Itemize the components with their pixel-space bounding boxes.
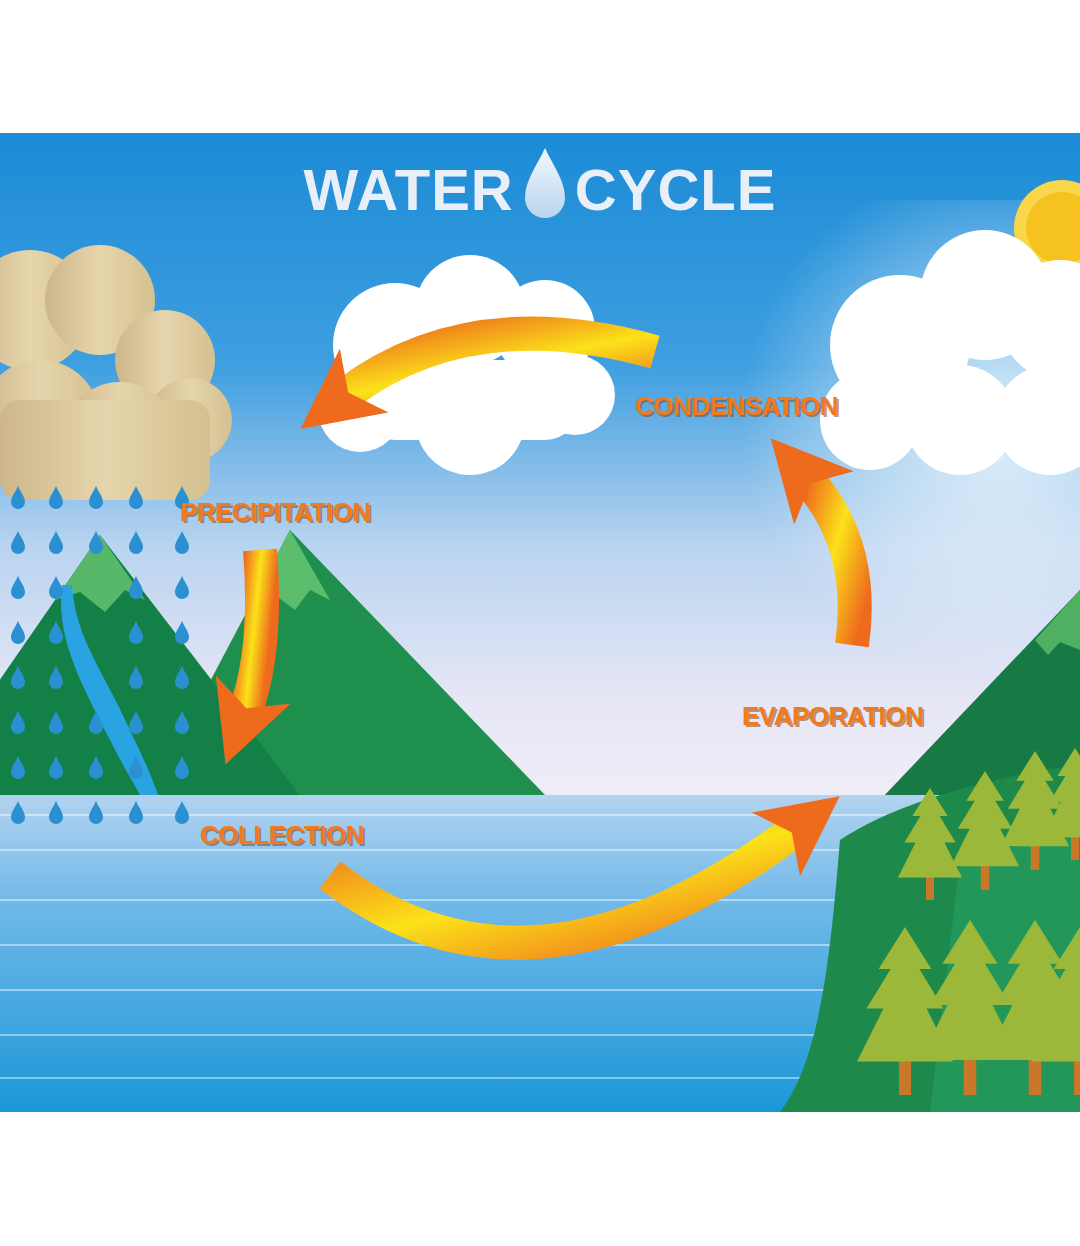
rain-drop: [89, 801, 103, 824]
tree-trunk: [964, 1058, 977, 1096]
tree-trunk: [899, 1059, 911, 1095]
rain-drop: [129, 711, 143, 734]
tree-trunk: [1074, 1059, 1080, 1095]
tree-trunk: [926, 876, 934, 900]
rain-drop: [11, 576, 25, 599]
rain-drop: [11, 486, 25, 509]
pine-tree: [898, 788, 962, 900]
rain-drop: [49, 486, 63, 509]
mountains-left: [0, 530, 545, 795]
stage-label: COLLECTION: [200, 819, 364, 851]
tree-crown: [951, 771, 1019, 866]
rain-drop: [11, 531, 25, 554]
cycle-arrows: [245, 334, 855, 943]
rain-drop: [129, 756, 143, 779]
rain-drop: [175, 711, 189, 734]
tree-trunk: [1031, 845, 1040, 871]
rain-drop: [49, 801, 63, 824]
tree-crown: [1032, 927, 1080, 1061]
scene: [0, 133, 1080, 1112]
pine-tree: [920, 920, 1020, 1095]
cycle-arrow: [808, 480, 855, 645]
rain-drop: [129, 801, 143, 824]
tree-trunk: [981, 865, 990, 891]
rain-drop: [89, 486, 103, 509]
tree-trunk: [1029, 1058, 1042, 1096]
tree-crown: [1043, 748, 1080, 838]
rain-drop: [129, 666, 143, 689]
rain-drop: [11, 756, 25, 779]
mountains-right: [880, 590, 1080, 800]
tree-trunk: [1071, 836, 1079, 860]
stage-label: PRECIPITATION: [180, 496, 370, 528]
pine-tree: [1032, 927, 1080, 1095]
rain-drop: [89, 756, 103, 779]
mountain: [0, 535, 300, 795]
cycle-arrow: [330, 830, 795, 943]
rain-drop: [49, 756, 63, 779]
rain-drop: [129, 621, 143, 644]
rain-drop: [11, 711, 25, 734]
rain-drop: [175, 531, 189, 554]
diagram-title: WATER CYCLE: [0, 150, 1080, 230]
rain-drop: [49, 666, 63, 689]
rain-drop: [11, 666, 25, 689]
rain-drop: [89, 531, 103, 554]
rain-drop: [89, 711, 103, 734]
mountain-cap: [1035, 590, 1080, 655]
rain-drop: [175, 756, 189, 779]
rain-drop: [175, 576, 189, 599]
pine-tree: [951, 771, 1019, 890]
rain-drop: [175, 666, 189, 689]
rain-drops: [11, 486, 189, 824]
cloud-right: [820, 230, 1080, 475]
cycle-arrow: [345, 334, 655, 395]
rain-drop: [49, 711, 63, 734]
trees: [857, 748, 1080, 1095]
pine-tree: [857, 927, 953, 1095]
stage-label: EVAPORATION: [742, 700, 923, 732]
rain-cloud: [0, 245, 232, 500]
rain-drop: [175, 801, 189, 824]
stage-label: CONDENSATION: [635, 390, 838, 422]
river: [61, 585, 158, 795]
rain-drop: [49, 621, 63, 644]
rain-drop: [129, 486, 143, 509]
rain-drop: [11, 801, 25, 824]
cycle-arrow: [245, 550, 262, 712]
rain-drop: [49, 576, 63, 599]
pine-tree: [1043, 748, 1080, 860]
rain-drop: [11, 621, 25, 644]
rain-drop: [49, 531, 63, 554]
rain-drop: [129, 531, 143, 554]
mountain: [880, 590, 1080, 800]
rain-drop: [129, 576, 143, 599]
rain-drop: [175, 621, 189, 644]
